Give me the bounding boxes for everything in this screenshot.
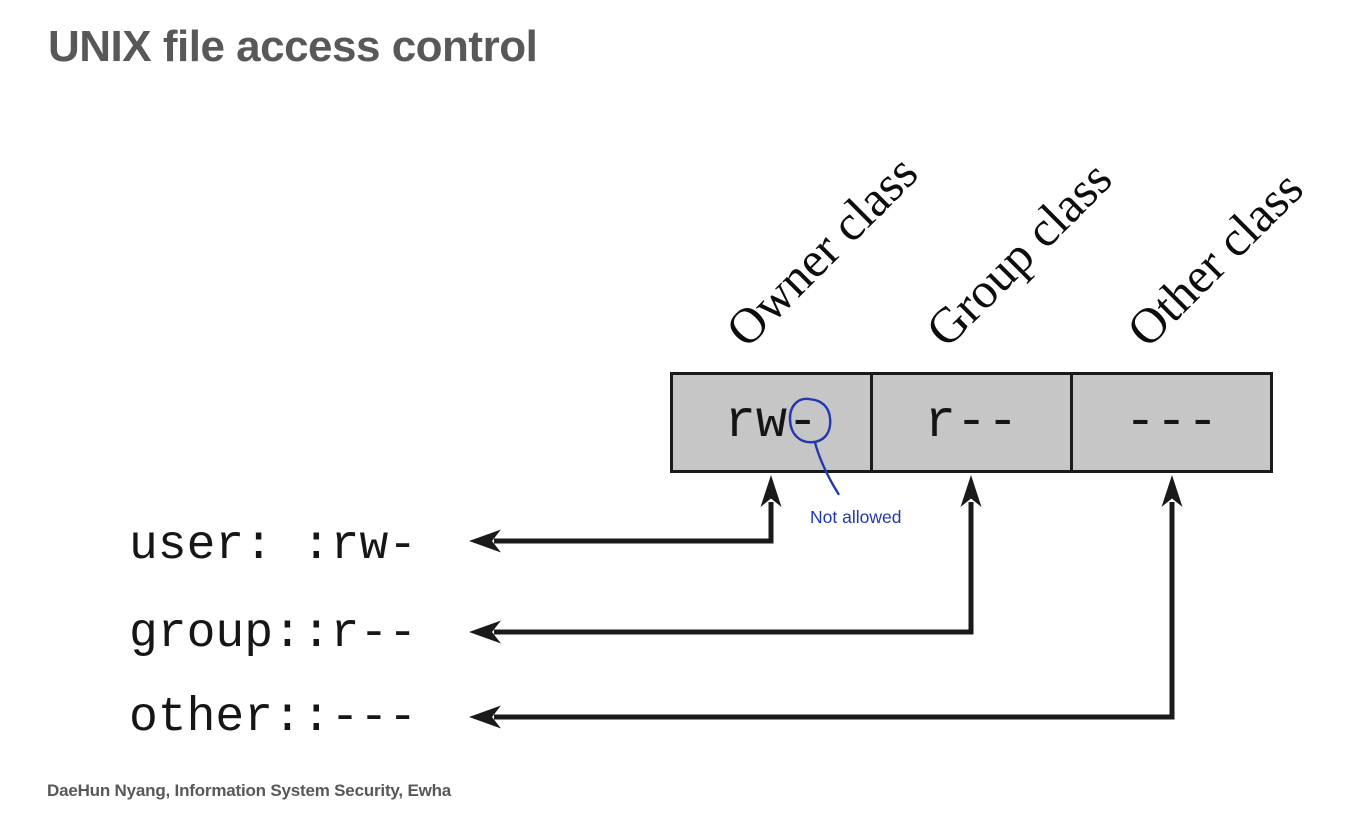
acl-entry-other: other::--- — [129, 691, 418, 745]
class-label-owner: Owner class — [714, 144, 929, 358]
arrowhead-up-other — [1161, 475, 1183, 507]
arrowhead-left-user — [469, 529, 501, 553]
arrowhead-left-other — [469, 705, 501, 729]
acl-entry-user: user: :rw- — [129, 519, 418, 573]
arrowhead-up-owner — [760, 475, 782, 507]
arrow-other — [494, 502, 1175, 720]
permission-cell-group: r-- — [873, 375, 1073, 470]
arrow-user — [494, 502, 774, 544]
class-label-group: Group class — [914, 149, 1123, 358]
arrowhead-left-group — [469, 620, 501, 644]
slide-title: UNIX file access control — [48, 22, 538, 71]
class-label-other: Other class — [1115, 159, 1314, 358]
not-allowed-label: Not allowed — [810, 507, 902, 527]
arrowhead-up-group — [960, 475, 982, 507]
permission-cell-other: --- — [1124, 393, 1219, 452]
permission-cell-owner: rw- — [673, 375, 873, 470]
permission-box-row: rw- r-- --- — [670, 372, 1273, 473]
acl-entry-group: group::r-- — [129, 607, 418, 661]
footer-credit: DaeHun Nyang, Information System Securit… — [47, 781, 452, 800]
